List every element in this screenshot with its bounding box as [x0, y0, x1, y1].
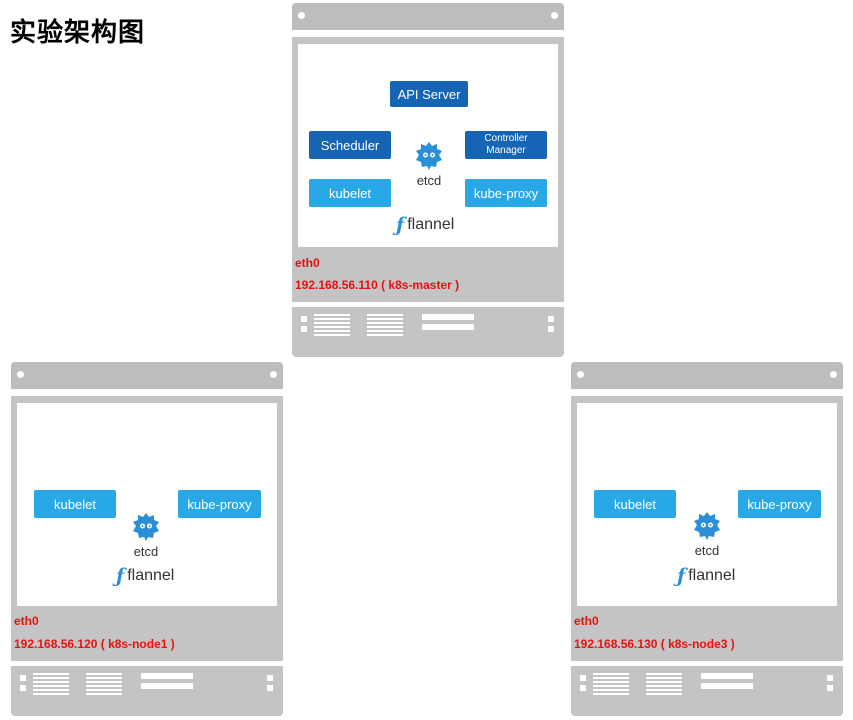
scheduler-box: Scheduler	[309, 131, 391, 159]
kube-proxy-label: kube-proxy	[473, 185, 539, 201]
server-node1: kubelet kube-proxy etcd ƒ flannel	[11, 362, 283, 716]
screw-icon	[577, 371, 584, 378]
etcd-label: etcd	[694, 543, 720, 558]
etcd-component: etcd	[682, 510, 732, 558]
kubelet-box: kubelet	[594, 490, 676, 518]
iface-label: eth0	[14, 614, 39, 628]
kube-proxy-box: kube-proxy	[738, 490, 821, 518]
controller-manager-label-line2: Manager	[486, 145, 526, 156]
bottom-port	[267, 675, 273, 681]
bottom-port	[827, 685, 833, 691]
kubelet-box: kubelet	[34, 490, 116, 518]
bottom-port	[20, 675, 26, 681]
bottom-port	[827, 675, 833, 681]
bottom-port	[301, 316, 307, 322]
flannel-logo-icon: ƒ	[677, 565, 686, 587]
controller-manager-box: Controller Manager	[465, 131, 547, 159]
vent-grille	[314, 314, 350, 336]
kube-proxy-label: kube-proxy	[187, 496, 252, 512]
drive-bay	[422, 314, 474, 336]
etcd-logo-icon	[416, 142, 442, 170]
bottom-port	[580, 685, 586, 691]
flannel-label: flannel	[127, 567, 175, 584]
server-chassis: kubelet kube-proxy etcd ƒ flannel	[571, 396, 843, 661]
vent-grille	[367, 314, 403, 336]
bottom-port	[267, 685, 273, 691]
iface-label: eth0	[295, 256, 320, 270]
flannel-label: flannel	[407, 216, 455, 233]
server-screen: API Server Scheduler Controller Manager …	[298, 44, 558, 247]
etcd-logo-icon	[133, 513, 159, 541]
kubelet-label: kubelet	[329, 185, 371, 201]
server-chassis: kubelet kube-proxy etcd ƒ flannel	[11, 396, 283, 661]
page-title: 实验架构图	[10, 18, 146, 48]
kube-proxy-box: kube-proxy	[465, 179, 547, 207]
server-bottom-panel	[292, 307, 564, 357]
etcd-logo-icon	[694, 512, 720, 540]
drive-bay	[701, 673, 753, 695]
etcd-label: etcd	[416, 173, 442, 188]
flannel-logo-icon: ƒ	[396, 214, 405, 236]
bottom-port	[301, 326, 307, 332]
drive-bay	[141, 673, 193, 695]
kube-proxy-box: kube-proxy	[178, 490, 261, 518]
flannel-component: ƒ flannel	[116, 565, 174, 587]
server-top-panel	[571, 362, 843, 389]
screw-icon	[17, 371, 24, 378]
server-bottom-panel	[571, 666, 843, 716]
screw-icon	[298, 12, 305, 19]
flannel-component: ƒ flannel	[677, 565, 735, 587]
vent-grille	[646, 673, 682, 695]
address-label: 192.168.56.110 ( k8s-master )	[295, 278, 460, 292]
kube-proxy-label: kube-proxy	[747, 496, 812, 512]
bottom-port	[20, 685, 26, 691]
address-label: 192.168.56.120 ( k8s-node1 )	[14, 637, 175, 651]
server-bottom-panel	[11, 666, 283, 716]
scheduler-label: Scheduler	[320, 137, 380, 153]
flannel-component: ƒ flannel	[396, 214, 454, 236]
screw-icon	[830, 371, 837, 378]
iface-label: eth0	[574, 614, 599, 628]
screw-icon	[270, 371, 277, 378]
flannel-logo-icon: ƒ	[116, 565, 125, 587]
bottom-port	[548, 326, 554, 332]
vent-grille	[33, 673, 69, 695]
bottom-port	[548, 316, 554, 322]
server-node3: kubelet kube-proxy etcd ƒ flannel	[571, 362, 843, 716]
server-top-panel	[292, 3, 564, 30]
vent-grille	[593, 673, 629, 695]
server-top-panel	[11, 362, 283, 389]
address-label: 192.168.56.130 ( k8s-node3 )	[574, 637, 735, 651]
kubelet-label: kubelet	[54, 496, 96, 512]
kubelet-box: kubelet	[309, 179, 391, 207]
bottom-port	[580, 675, 586, 681]
vent-grille	[86, 673, 122, 695]
server-screen: kubelet kube-proxy etcd ƒ flannel	[577, 403, 837, 606]
controller-manager-label-line1: Controller	[484, 133, 528, 144]
server-master: API Server Scheduler Controller Manager …	[292, 3, 564, 357]
server-screen: kubelet kube-proxy etcd ƒ flannel	[17, 403, 277, 606]
screw-icon	[551, 12, 558, 19]
flannel-label: flannel	[688, 567, 736, 584]
etcd-component: etcd	[404, 140, 454, 188]
api-server-box: API Server	[390, 81, 468, 107]
kubelet-label: kubelet	[614, 496, 656, 512]
etcd-label: etcd	[133, 544, 159, 559]
server-chassis: API Server Scheduler Controller Manager …	[292, 37, 564, 302]
etcd-component: etcd	[121, 511, 171, 559]
api-server-label: API Server	[397, 86, 461, 102]
